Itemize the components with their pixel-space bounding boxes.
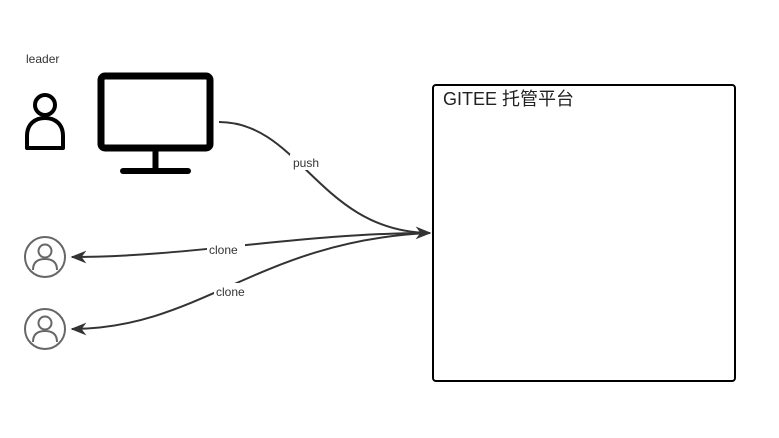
- clone-label-1: clone: [209, 243, 238, 257]
- clone-label-2: clone: [216, 285, 245, 299]
- platform-title: GITEE 托管平台: [443, 89, 574, 109]
- user-circle-icon: [24, 308, 66, 350]
- leader-label: leader: [26, 52, 59, 66]
- push-label: push: [293, 156, 319, 170]
- clone-edge-2: clone: [70, 232, 431, 336]
- user-circle-icon: [24, 236, 66, 278]
- platform-box: GITEE 托管平台: [432, 84, 736, 382]
- monitor-icon: [97, 72, 214, 174]
- clone-edge-1: clone: [70, 232, 431, 264]
- person-outline-icon: [25, 93, 65, 150]
- push-edge: push: [218, 121, 432, 240]
